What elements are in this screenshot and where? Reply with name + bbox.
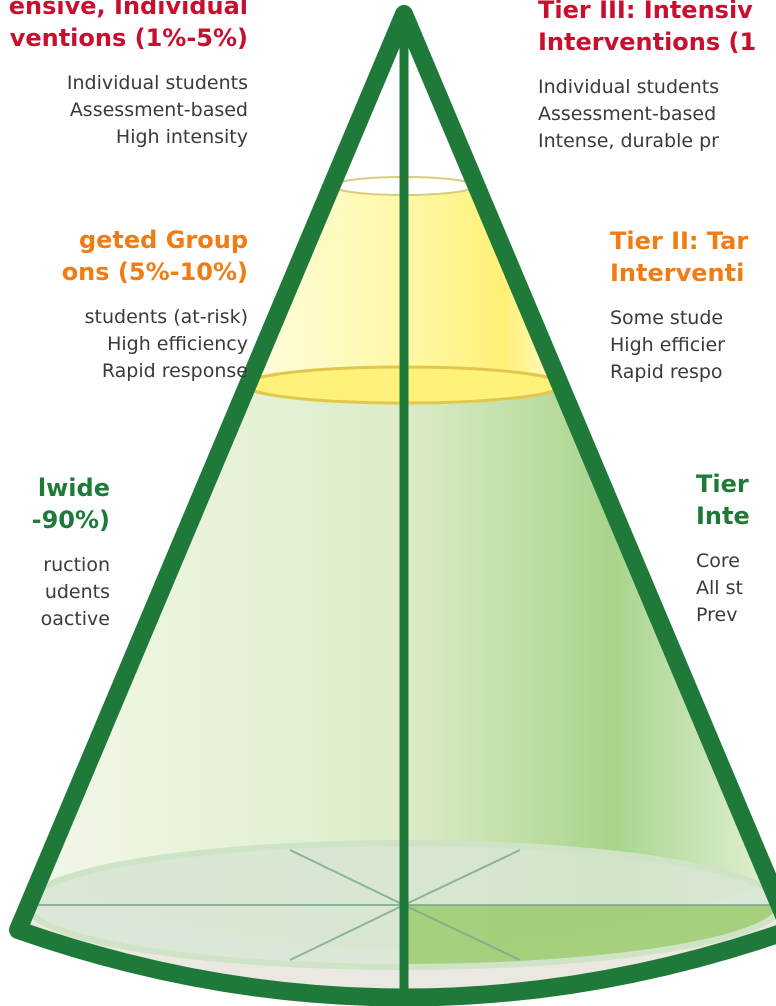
left-tier2-title-line1: geted Group — [78, 226, 248, 254]
left-tier1-item: ruction — [43, 554, 110, 576]
right-tier2-item: Some stude — [610, 307, 724, 329]
left-tier2-block: geted Group ons (5%-10%) students (at-ri… — [62, 224, 248, 385]
left-tier1-title-line1: lwide — [37, 474, 110, 502]
right-tier1-title-line2: Inte — [696, 502, 750, 530]
right-tier2-title-line2: Interventi — [610, 259, 745, 287]
right-tier3-item: Assessment-based — [538, 103, 717, 125]
right-tier1-block: Tier Inte Core All st Prev — [696, 468, 750, 629]
right-tier3-title-line2: Interventions (1 — [538, 28, 757, 56]
left-tier2-title-line2: ons (5%-10%) — [61, 258, 248, 286]
right-tier3-item: Individual students — [538, 76, 720, 98]
right-tier3-block: Tier III: Intensiv Interventions (1 Indi… — [538, 0, 756, 155]
left-tier1-item: udents — [44, 581, 110, 603]
right-tier1-item: Core — [696, 550, 740, 572]
left-tier2-item: High efficiency — [107, 333, 248, 355]
left-tier3-title-line2: ventions (1%-5%) — [9, 24, 248, 52]
left-tier3-block: ensive, Individual ventions (1%-5%) Indi… — [9, 0, 248, 151]
right-tier2-item: High efficier — [610, 334, 725, 356]
right-tier2-title-line1: Tier II: Tar — [610, 227, 749, 255]
left-tier3-title-line1: ensive, Individual — [8, 0, 248, 20]
left-tier2-item: Rapid response — [101, 360, 248, 382]
right-tier1-title-line1: Tier — [696, 470, 749, 498]
right-tier1-item: All st — [696, 577, 743, 599]
left-tier2-item: students (at-risk) — [84, 306, 248, 328]
right-tier1-item: Prev — [696, 604, 738, 626]
left-tier1-item: oactive — [40, 608, 110, 630]
right-tier3-item: Intense, durable pr — [538, 130, 719, 152]
right-tier2-item: Rapid respo — [610, 361, 723, 383]
left-tier3-item: Assessment-based — [69, 99, 248, 121]
left-tier3-item: High intensity — [115, 126, 248, 148]
left-tier1-block: lwide -90%) ruction udents oactive — [32, 472, 110, 633]
right-tier2-block: Tier II: Tar Interventi Some stude High … — [610, 225, 748, 386]
left-tier3-item: Individual students — [66, 72, 248, 94]
right-tier3-title-line1: Tier III: Intensiv — [538, 0, 753, 24]
left-tier1-title-line2: -90%) — [31, 506, 110, 534]
